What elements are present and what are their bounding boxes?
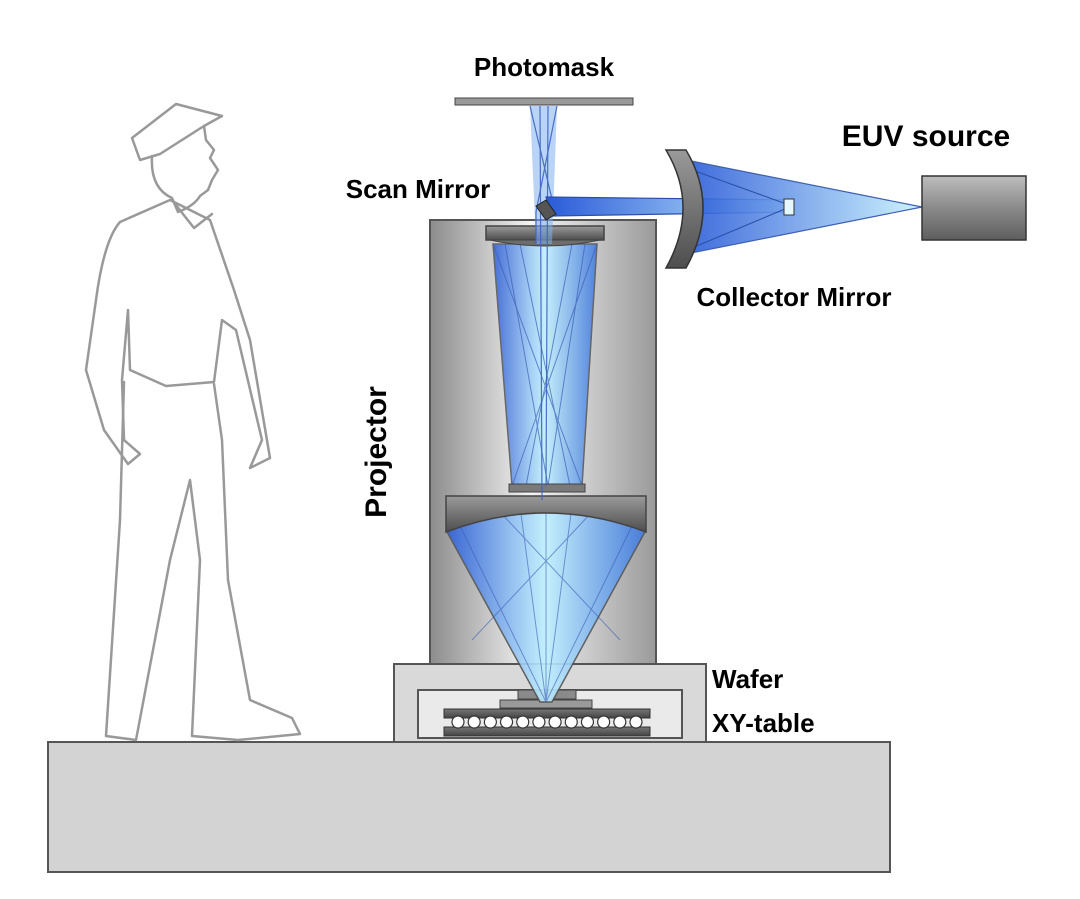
- floor-base: [47, 741, 891, 873]
- label-xy-table: XY-table: [712, 708, 815, 738]
- label-euv-source: EUV source: [842, 120, 1010, 153]
- xy-table-ball: [580, 715, 595, 729]
- label-wafer: Wafer: [712, 664, 783, 694]
- person-legs: [104, 380, 302, 742]
- collector-focus-spot: [783, 198, 795, 216]
- xy-table-ball: [613, 715, 627, 729]
- xy-table-ball: [483, 715, 497, 729]
- label-projector: Projector: [360, 386, 393, 518]
- xy-table-top-plate: [443, 708, 651, 719]
- xy-table-ball: [564, 715, 578, 729]
- xy-table-ball: [629, 715, 643, 729]
- collector-mirror: [664, 149, 704, 269]
- person-cap: [130, 102, 224, 162]
- lower-cone-rays: [459, 500, 633, 703]
- person-collar: [170, 198, 214, 230]
- xy-table-ball: [451, 715, 465, 729]
- lower-mirror: [445, 495, 647, 534]
- label-scan-mirror: Scan Mirror: [346, 174, 491, 204]
- xy-table-ball: [597, 715, 611, 729]
- euv-source-box: [921, 175, 1027, 241]
- upper-beam-rays: [492, 243, 598, 487]
- xy-table-bottom-plate: [443, 726, 651, 737]
- xy-table-ball: [467, 715, 481, 729]
- mask-beam-rays: [529, 105, 558, 501]
- scan-mirror: [535, 199, 557, 221]
- xy-table-ball: [548, 715, 562, 729]
- xy-table-ball: [499, 715, 514, 729]
- collector-cone: [684, 159, 923, 255]
- person-figure: [84, 102, 302, 742]
- xy-table-ball: [532, 715, 546, 729]
- label-collector-mirror: Collector Mirror: [696, 282, 891, 312]
- label-photomask: Photomask: [474, 52, 615, 82]
- photomask-plate: [454, 97, 634, 106]
- person-torso: [84, 198, 272, 470]
- upper-mirror-bottom: [508, 483, 586, 493]
- xy-table-ball: [516, 715, 530, 729]
- xy-table-balls: [451, 715, 643, 729]
